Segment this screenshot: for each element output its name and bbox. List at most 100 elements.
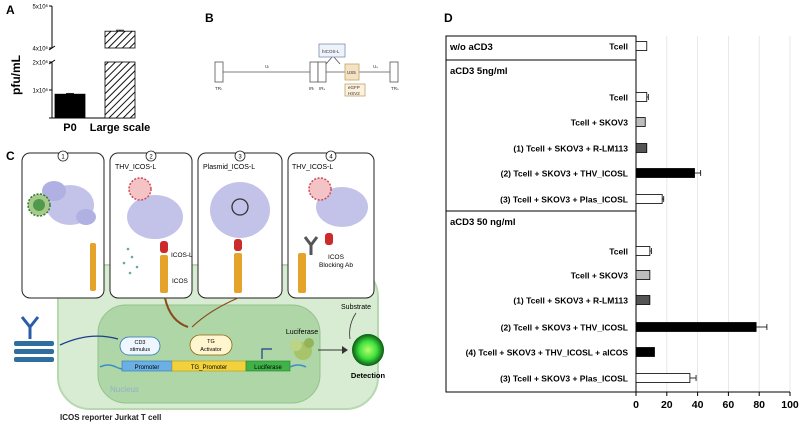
panel-d-chart: D w/o aCD3 aCD3 5ng/ml aCD3 50 ng/ml Tcell… [444, 11, 799, 411]
irs-box [317, 61, 327, 83]
cd3-label: CD3 [134, 340, 145, 346]
panel-a-ytick-label: 5x10⁶ [33, 4, 49, 11]
tumor-cell-2 [127, 195, 183, 239]
panel-a-bar-upper [104, 30, 136, 49]
promoter-label: Promoter [135, 365, 160, 371]
panel-d-xtick-label: 60 [723, 399, 735, 411]
icos-label: ICOS [172, 278, 189, 285]
cd3-stimulus-label: stimulus [130, 347, 150, 353]
box-4-title: THV_ICOS-L [292, 164, 333, 171]
panel-d-xtick-label: 80 [753, 399, 765, 411]
panel-d-bar [635, 246, 651, 256]
anti-cd3-antibody [20, 316, 40, 339]
label-ul: Uₗ [265, 64, 269, 69]
panel-d-letter: D [444, 11, 453, 25]
transcription-arrow [261, 348, 272, 359]
panel-d-xtick-label: 100 [781, 399, 799, 411]
panel-d-row-label: (1) Tcell + SKOV3 + R-LM113 [513, 144, 628, 154]
trs-box [389, 61, 399, 83]
detection-glow-icon [352, 334, 384, 366]
tg-label: TG [207, 339, 215, 345]
virus-thv-icosl-4 [308, 177, 332, 201]
panel-d-bar [635, 373, 691, 383]
substrate-label: Substrate [341, 304, 371, 311]
condition-box-4: 4 THV_ICOS-L ICOS Blocking Ab [287, 150, 375, 299]
panel-d-xtick-label: 20 [661, 399, 673, 411]
signal-arrow-2 [164, 297, 189, 328]
egfp-cassette [344, 83, 366, 97]
box-1-number: 1 [61, 155, 65, 161]
condition-box-3: 3 Plasmid_ICOS-L [197, 150, 283, 299]
panel-c-assay-schematic: C Nucleus ICOS reporter Jurkat T cell 1 … [6, 149, 386, 422]
icosl-ligand [160, 241, 168, 253]
cd3-stimulus-bubble [119, 336, 161, 356]
panel-d-bar [635, 168, 695, 178]
panel-a-yticks: 1x10⁶ 2x10⁶ 4x10⁶ 5x10⁶ [33, 4, 52, 119]
panel-a-bar-lower [104, 61, 136, 119]
blocking-label-1: ICOS [328, 254, 345, 261]
icosl-cassette [318, 43, 346, 58]
icosl-ligand-3 [234, 239, 242, 251]
panel-d-bar [635, 270, 651, 280]
signal-arrow-3 [191, 297, 239, 328]
panel-d-bar [635, 143, 648, 153]
tg-promoter-label: TG_Promoter [191, 365, 227, 371]
label-trs: TRₛ [391, 86, 399, 91]
panel-d-bar [635, 41, 648, 51]
tumor-cell-4 [316, 187, 368, 227]
plasmid-icon [231, 198, 249, 216]
panel-a-ytick-label: 1x10⁶ [33, 88, 49, 95]
tumor-cell-1 [42, 181, 96, 225]
label-us5: US5 [347, 70, 356, 75]
box-2-title: THV_ICOS-L [115, 164, 156, 171]
panel-d-group-header: w/o aCD3 [449, 42, 493, 53]
nucleus-label: Nucleus [110, 385, 139, 394]
secreted-particles [122, 247, 139, 275]
panel-d-bar [635, 92, 648, 102]
label-hsv: HSV2 [348, 91, 360, 96]
luciferase-label: Luciferase [286, 329, 318, 336]
panel-a-ylabel: pfu/mL [9, 55, 23, 95]
panel-d-bar [635, 322, 757, 332]
icos-receptor-1 [90, 243, 96, 291]
panel-a-bars [54, 29, 136, 119]
cell-caption: ICOS reporter Jurkat T cell [60, 413, 161, 422]
panel-d-gridlines [635, 36, 791, 392]
panel-d-bar [635, 117, 646, 127]
panel-d-row-label: (2) Tcell + SKOV3 + THV_ICOSL [501, 323, 628, 333]
panel-d-group-header: aCD3 5ng/ml [450, 66, 508, 77]
icosl-ligand-4 [325, 233, 333, 245]
virus-rlm113 [27, 193, 51, 217]
panel-d-xtick-label: 40 [692, 399, 704, 411]
panel-a-category-label: Large scale [90, 122, 151, 134]
icos-receptor-3 [234, 253, 242, 293]
panel-a-category-label: P0 [63, 122, 76, 134]
luciferase-gene-label: Luciferase [254, 365, 282, 371]
label-trl: TRₗ [215, 86, 222, 91]
panel-d-row-label: (1) Tcell + SKOV3 + R-LM113 [513, 296, 628, 306]
label-icosl: hICOS-L [322, 49, 340, 54]
panel-d-row-label: Tcell [609, 247, 628, 257]
label-irs: IRₛ [319, 86, 326, 91]
box-3-title: Plasmid_ICOS-L [203, 164, 255, 171]
panel-d-row-label: (2) Tcell + SKOV3 + THV_ICOSL [501, 169, 628, 179]
panel-a-bar [54, 93, 86, 119]
panel-d-row-label: Tcell + SKOV3 [571, 271, 629, 281]
tumor-cell-3 [210, 182, 270, 238]
condition-box-2: 2 THV_ICOS-L ICOS-L ICOS [109, 150, 193, 299]
icos-receptor-2 [160, 255, 168, 293]
panel-d-group-header: aCD3 50 ng/ml [450, 217, 515, 228]
icosl-label: ICOS-L [171, 252, 193, 259]
luciferase-protein [290, 338, 314, 360]
panel-a-ytick-label: 4x10⁶ [33, 46, 49, 53]
tg-activator-label: Activator [200, 347, 222, 353]
box-3-number: 3 [238, 155, 242, 161]
blocking-label-2: Blocking Ab [319, 262, 353, 269]
label-irl: IRₗ [309, 86, 315, 91]
box-2-number: 2 [149, 155, 153, 161]
panel-d-bar [635, 347, 655, 357]
panel-a-ytick-label: 2x10⁶ [33, 60, 49, 67]
panel-a-categories: P0 Large scale [63, 122, 150, 134]
panel-d-row-label: (4) Tcell + SKOV3 + THV_ICOSL + aICOS [466, 348, 629, 358]
